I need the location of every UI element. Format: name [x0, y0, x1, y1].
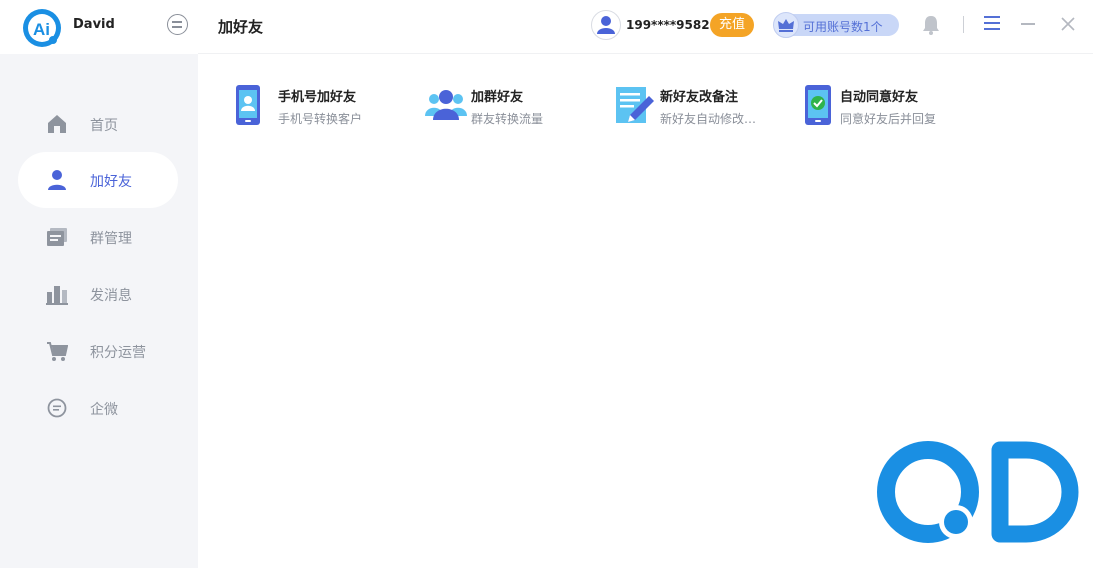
feature-description: 同意好友后并回复	[840, 112, 937, 126]
header-divider	[963, 16, 964, 33]
feature-auto-accept-friend[interactable]: 自动同意好友 同意好友后并回复	[794, 84, 964, 128]
user-avatar-icon	[597, 16, 615, 34]
sidebar-header: Ai David	[0, 0, 198, 54]
home-icon	[48, 115, 66, 133]
sidebar-collapse-button[interactable]	[167, 14, 188, 35]
sidebar-item-wecom[interactable]: 企微	[18, 380, 178, 436]
user-icon	[48, 170, 66, 190]
sidebar-item-group-manage[interactable]: 群管理	[18, 209, 178, 265]
sidebar-item-label: 首页	[90, 118, 118, 134]
edit-note-icon	[616, 87, 654, 123]
group-users-icon	[425, 90, 467, 120]
menu-icon[interactable]	[984, 16, 1000, 30]
available-accounts-badge[interactable]: 可用账号数1个	[773, 12, 899, 38]
available-accounts-label: 可用账号数1个	[803, 20, 883, 34]
sidebar-item-add-friend[interactable]: 加好友	[18, 152, 178, 208]
account-phone: 199****9582	[626, 18, 710, 32]
recharge-button[interactable]: 充值	[710, 13, 754, 37]
minimize-button[interactable]	[1021, 23, 1035, 25]
sidebar-item-label: 企微	[90, 402, 118, 418]
crown-icon	[773, 12, 799, 38]
sidebar-item-points[interactable]: 积分运营	[18, 323, 178, 379]
feature-title: 手机号加好友	[278, 90, 357, 105]
svg-text:Ai: Ai	[33, 20, 50, 39]
close-icon[interactable]	[1060, 16, 1076, 32]
sidebar: Ai David 首页 加好友 群管理	[0, 0, 198, 568]
watermark-logo-icon	[877, 441, 1079, 543]
sidebar-item-label: 积分运营	[90, 345, 146, 361]
feature-description: 手机号转换客户	[278, 112, 363, 126]
feature-title: 加群好友	[471, 90, 524, 105]
chat-bubble-icon	[47, 398, 67, 418]
feature-phone-add-friend[interactable]: 手机号加好友 手机号转换客户	[232, 84, 402, 128]
sidebar-item-home[interactable]: 首页	[18, 96, 178, 152]
sidebar-item-label: 加好友	[90, 174, 132, 190]
phone-contact-icon	[236, 85, 260, 125]
feature-new-friend-remark[interactable]: 新好友改备注 新好友自动修改…	[614, 84, 774, 128]
feature-description: 新好友自动修改…	[660, 112, 757, 126]
feature-group-add-friend[interactable]: 加群好友 群友转换流量	[425, 84, 595, 128]
avatar[interactable]	[591, 10, 621, 40]
group-manage-icon	[47, 228, 67, 246]
top-header: 加好友 199****9582 充值 可用账号数1个	[198, 0, 1093, 54]
cart-icon	[47, 342, 68, 361]
sidebar-item-label: 群管理	[90, 231, 132, 247]
sidebar-item-send-message[interactable]: 发消息	[18, 266, 178, 322]
page-title: 加好友	[218, 18, 264, 36]
app-logo-icon: Ai	[23, 9, 61, 47]
bar-chart-icon	[46, 286, 68, 305]
sidebar-item-label: 发消息	[90, 288, 132, 304]
feature-description: 群友转换流量	[471, 112, 544, 126]
bell-icon[interactable]	[920, 14, 942, 36]
feature-title: 自动同意好友	[840, 90, 919, 105]
user-name: David	[73, 17, 115, 32]
auto-accept-icon	[805, 85, 831, 125]
feature-title: 新好友改备注	[660, 90, 739, 105]
